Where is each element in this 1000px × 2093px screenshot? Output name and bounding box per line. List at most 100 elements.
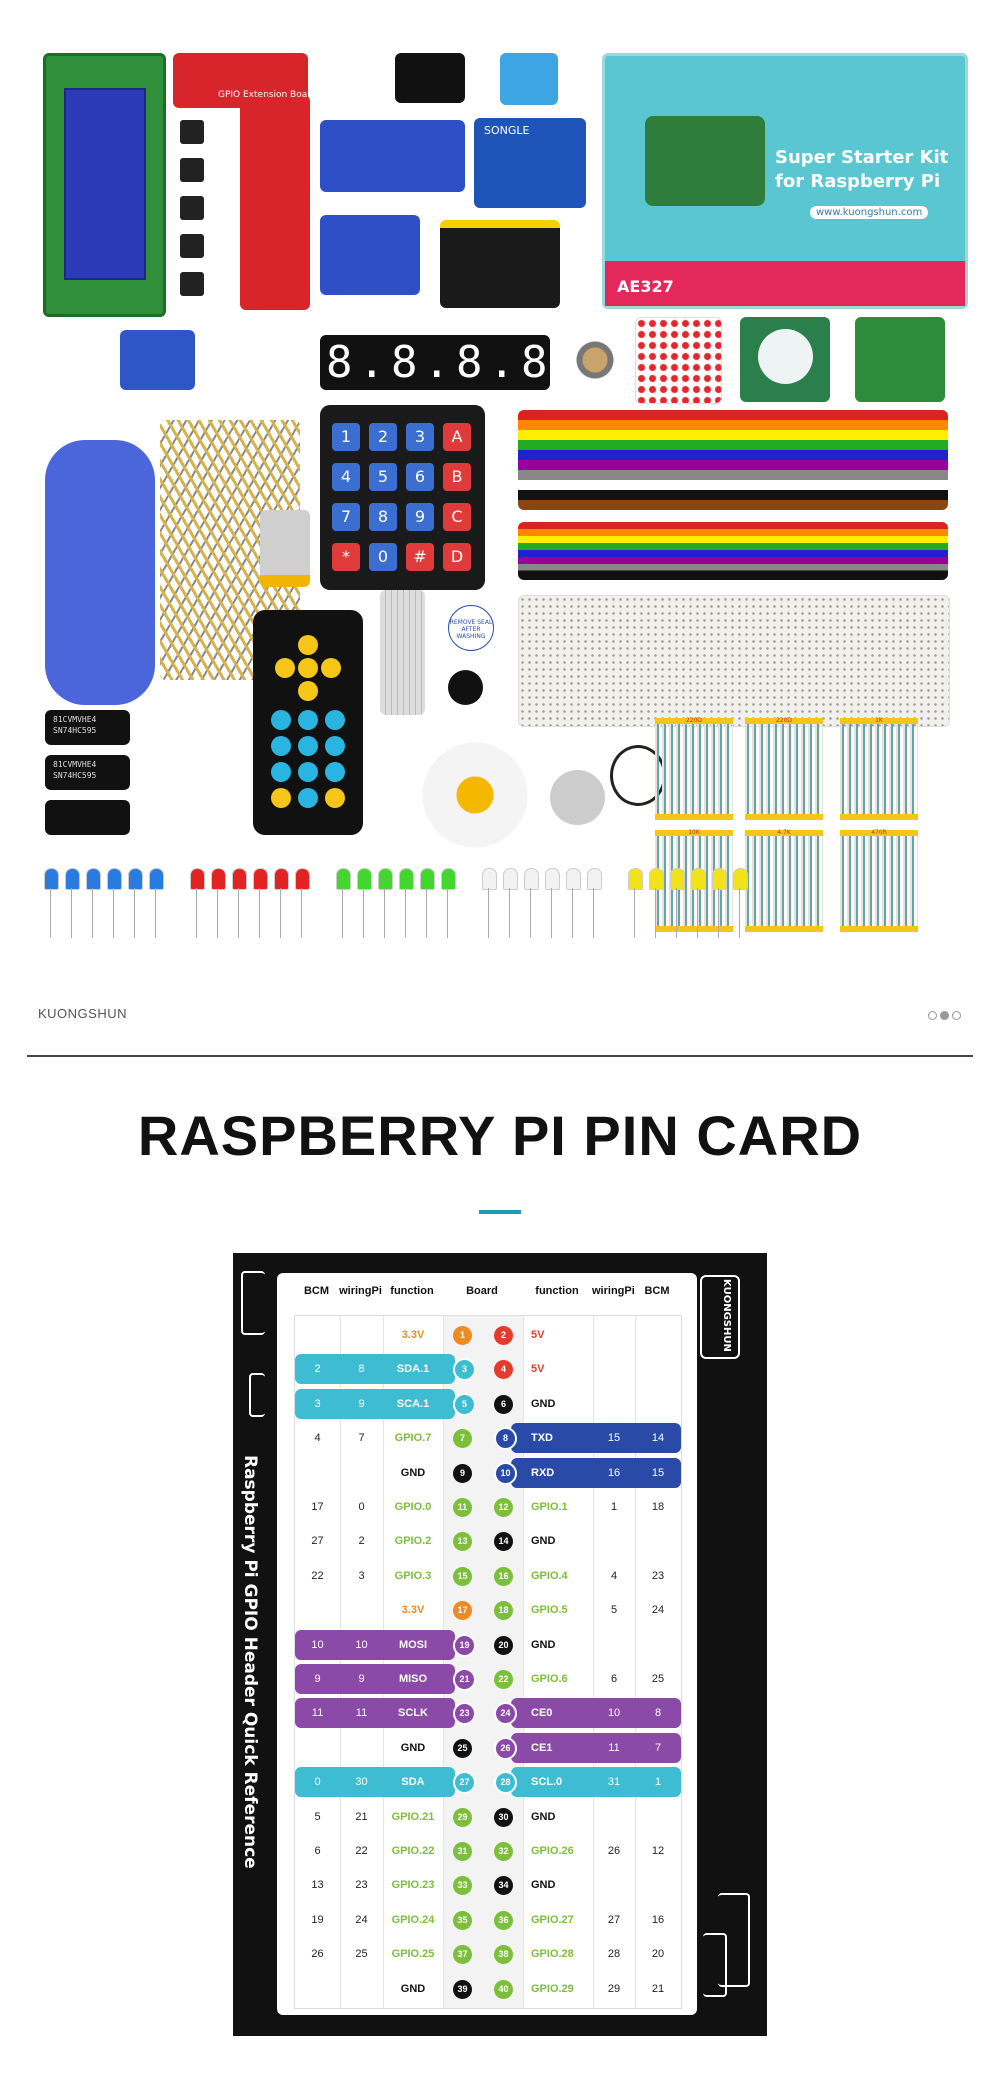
wiringpi-right <box>593 1628 635 1662</box>
bcm-right: 14 <box>651 1432 665 1445</box>
wiringpi-right <box>593 1524 635 1558</box>
led-leg <box>71 888 72 938</box>
carousel-dot[interactable] <box>952 1011 961 1020</box>
column-header: function <box>390 1285 434 1297</box>
led <box>149 868 164 890</box>
wiringpi-right <box>593 1352 635 1386</box>
carousel-dot[interactable] <box>928 1011 937 1020</box>
function-band <box>295 1698 455 1729</box>
bcm-left: 17 <box>311 1501 324 1513</box>
dc-motor <box>260 510 310 587</box>
led <box>190 868 205 890</box>
function-left: SDA <box>401 1776 425 1789</box>
gpio-board-label: GPIO Extension Board <box>218 90 317 100</box>
bcm-left: 27 <box>311 1535 324 1548</box>
remote-number-button <box>325 736 345 756</box>
remote-number-button <box>298 736 318 756</box>
led-leg <box>259 888 260 938</box>
function-right: GND <box>531 1879 556 1892</box>
kuongshun-logo: KUONGSHUN <box>700 1275 740 1359</box>
bcm-right <box>635 1524 681 1558</box>
led <box>357 868 372 890</box>
led-leg <box>655 888 656 938</box>
remote-number-button <box>271 736 291 756</box>
led <box>336 868 351 890</box>
function-left: GND <box>400 1741 426 1754</box>
led <box>86 868 101 890</box>
function-right: GND <box>531 1810 556 1823</box>
board-pin-left: 5 <box>453 1392 476 1416</box>
carousel-dots[interactable] <box>928 1011 968 1021</box>
wiringpi-right: 28 <box>607 1948 621 1961</box>
resistor-pack: 1K <box>840 718 918 820</box>
led <box>399 868 414 890</box>
led-leg <box>488 888 489 938</box>
column-line <box>340 1316 341 2008</box>
function-left: GND <box>400 1466 426 1479</box>
led-leg <box>92 888 93 938</box>
board-pin-right: 32 <box>494 1842 513 1861</box>
board-pin-right: 30 <box>494 1807 513 1827</box>
board-pin-left: 11 <box>453 1498 472 1517</box>
bcm-right: 15 <box>651 1466 665 1479</box>
board-pin-left: 23 <box>453 1702 476 1726</box>
board-pin-left: 25 <box>453 1738 472 1758</box>
rainbow-ribbon-cable <box>518 410 948 510</box>
wiringpi-right: 11 <box>608 1741 620 1754</box>
function-band <box>295 1664 455 1694</box>
function-right: GND <box>531 1535 556 1548</box>
servo-motor <box>120 330 195 390</box>
resistor-value: 1K <box>875 717 883 724</box>
carousel-dot-active[interactable] <box>940 1011 949 1020</box>
function-right: GND <box>531 1638 556 1651</box>
function-left: 3.3V <box>401 1329 425 1341</box>
wiringpi-left: 11 <box>355 1707 368 1720</box>
board-pin-left: 7 <box>453 1429 472 1449</box>
function-left: GPIO.25 <box>391 1948 435 1961</box>
keypad-key: C <box>443 503 471 531</box>
wiringpi-right <box>593 1800 635 1834</box>
function-left: GND <box>400 1982 426 1995</box>
bcm-left: 0 <box>314 1776 321 1789</box>
board-pin-right: 14 <box>494 1532 513 1552</box>
column-header: function <box>535 1285 579 1297</box>
wiringpi-left: 9 <box>358 1397 365 1410</box>
kit-box: Super Starter Kit for Raspberry Pi www.k… <box>602 53 968 309</box>
wiringpi-left: 7 <box>358 1432 365 1445</box>
function-right: GPIO.26 <box>531 1845 574 1857</box>
wiringpi-left: 30 <box>355 1776 368 1789</box>
heading-underline <box>479 1210 521 1214</box>
board-pin-left: 19 <box>453 1633 476 1657</box>
bcm-left: 2 <box>314 1363 321 1376</box>
led <box>295 868 310 890</box>
column-header: BCM <box>303 1285 330 1297</box>
bcm-right: 16 <box>651 1913 665 1926</box>
led <box>628 868 643 890</box>
remote-number-button <box>271 788 291 808</box>
wiringpi-right <box>593 1387 635 1421</box>
remote-nav-button <box>321 658 341 678</box>
remote-number-button <box>325 762 345 782</box>
wiringpi-left <box>340 1731 383 1765</box>
wiringpi-right: 6 <box>610 1673 618 1685</box>
wiringpi-left <box>340 1318 383 1352</box>
bcm-right: 24 <box>651 1604 665 1617</box>
resistor-value: 220Ω <box>685 717 703 724</box>
bcm-right <box>635 1387 681 1421</box>
bcm-left: 11 <box>311 1707 324 1720</box>
keypad-key: 6 <box>406 463 434 491</box>
function-right: CE1 <box>531 1741 553 1754</box>
led <box>691 868 706 890</box>
remote-nav-button <box>275 658 295 678</box>
wiringpi-left: 8 <box>358 1363 365 1376</box>
led-leg <box>697 888 698 938</box>
function-right: GND <box>531 1397 556 1410</box>
function-right: GPIO.4 <box>531 1569 568 1582</box>
push-button <box>180 120 204 144</box>
